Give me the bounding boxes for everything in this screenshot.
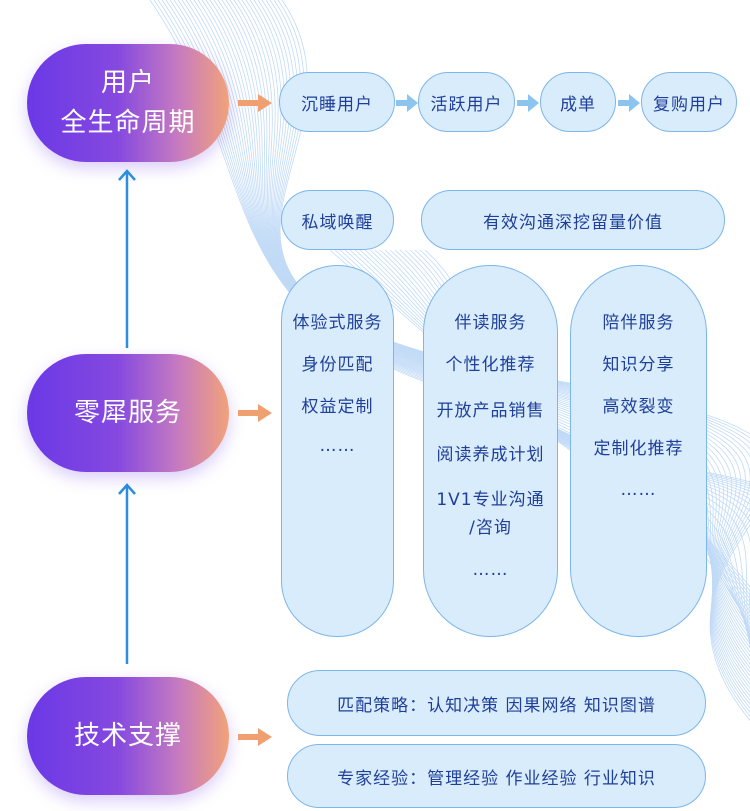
stage-label: 成单 (560, 94, 596, 115)
service-title: 零犀服务 (73, 398, 182, 428)
service-item: /咨询 (469, 518, 512, 538)
value-right-label: 有效沟通深挖留量价值 (483, 212, 663, 233)
lifecycle-title-line2: 全生命周期 (60, 108, 196, 138)
effective-communication-box: 有效沟通深挖留量价值 (421, 190, 725, 250)
service-item: 开放产品销售 (436, 401, 545, 421)
stage-label: 复购用户 (653, 94, 725, 115)
arrow-up-icon (118, 169, 136, 348)
arrow-right-icon (396, 94, 418, 112)
service-item: …… (472, 560, 509, 580)
stage-dormant-users: 沉睡用户 (279, 72, 395, 132)
lifecycle-title-line1: 用户 (100, 68, 155, 98)
arrow-up-icon (118, 483, 136, 664)
matching-strategy-box: 匹配策略：认知决策 因果网络 知识图谱 (287, 670, 706, 736)
tech-row1-text: 匹配策略：认知决策 因果网络 知识图谱 (337, 695, 656, 716)
arrow-right-icon (238, 728, 272, 746)
service-item: 个性化推荐 (445, 355, 536, 375)
service-item: 高效裂变 (602, 397, 675, 417)
expert-experience-box: 专家经验：管理经验 作业经验 行业知识 (287, 744, 706, 808)
value-left-label: 私域唤醒 (301, 212, 374, 233)
service-item: 伴读服务 (454, 313, 527, 333)
stage-active-users: 活跃用户 (418, 72, 515, 132)
service-column-2: 伴读服务 个性化推荐 开放产品销售 阅读养成计划 1V1专业沟通 /咨询 …… (423, 265, 558, 637)
stage-repurchase-users: 复购用户 (641, 72, 737, 132)
service-title-pill: 零犀服务 (27, 354, 229, 472)
tech-row2-text: 专家经验：管理经验 作业经验 行业知识 (337, 768, 656, 789)
service-item: 权益定制 (301, 397, 374, 417)
stage-label: 沉睡用户 (301, 94, 373, 115)
tech-title: 技术支撑 (73, 721, 182, 751)
service-item: 知识分享 (602, 355, 675, 375)
service-item: 身份匹配 (301, 355, 374, 375)
service-item: 1V1专业沟通 (436, 490, 545, 510)
service-item: 定制化推荐 (593, 439, 684, 459)
service-column-1: 体验式服务 身份匹配 权益定制 …… (281, 265, 394, 637)
arrow-right-icon (517, 94, 539, 112)
arrow-right-icon (618, 94, 640, 112)
private-domain-awaken-box: 私域唤醒 (281, 190, 394, 250)
stage-deal: 成单 (540, 72, 616, 132)
arrow-right-icon (238, 404, 272, 422)
lifecycle-title-pill: 用户 全生命周期 (27, 44, 229, 162)
service-item: …… (319, 436, 356, 456)
service-item: 陪伴服务 (602, 313, 675, 333)
tech-title-pill: 技术支撑 (27, 677, 229, 795)
service-column-3: 陪伴服务 知识分享 高效裂变 定制化推荐 …… (570, 265, 707, 637)
service-item: 体验式服务 (292, 313, 383, 333)
arrow-right-icon (238, 94, 272, 112)
stage-label: 活跃用户 (430, 94, 503, 115)
service-item: 阅读养成计划 (436, 445, 545, 465)
service-item: …… (620, 480, 657, 500)
